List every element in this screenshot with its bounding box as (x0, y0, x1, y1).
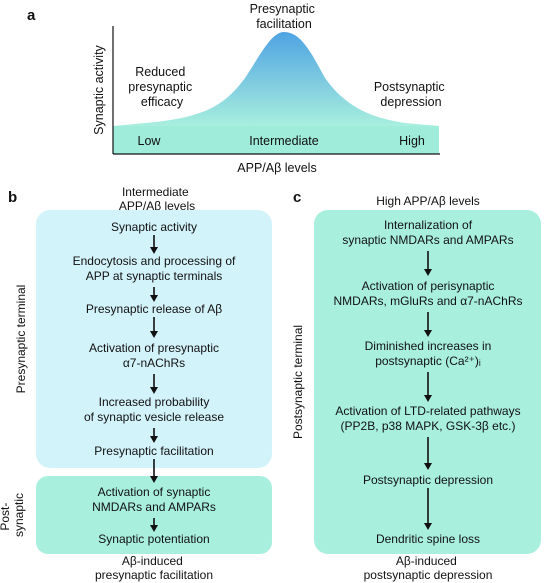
panel-a: a Synaptic activity APP/Aβ levels Presyn… (27, 2, 448, 175)
panel-c-arrow-3 (424, 372, 432, 402)
panel-b-arrow-3 (150, 317, 158, 338)
panel-b-step-8: Synaptic potentiation (98, 532, 209, 546)
activity-curve (113, 32, 439, 126)
panel-b-label: b (8, 189, 17, 206)
panel-c-header: High APP/Aβ levels (376, 194, 480, 208)
panel-c-arrow-1 (424, 251, 432, 276)
reduced-efficacy-label: Reduced presynaptic efficacy (128, 65, 195, 109)
panel-c-label: c (293, 189, 301, 206)
panel-a-label: a (27, 7, 36, 24)
panel-c-arrow-4 (424, 437, 432, 470)
x-axis-label: APP/Aβ levels (237, 161, 316, 175)
panel-b-arrow-7 (150, 518, 158, 532)
panel-b-arrow-2 (150, 287, 158, 302)
panel-b-step-1: Synaptic activity (111, 220, 197, 234)
panel-c-step-6: Dendritic spine loss (376, 532, 480, 546)
panel-c-arrow-5 (424, 488, 432, 530)
panel-b-step-6: Presynaptic facilitation (94, 444, 213, 458)
tick-high: High (399, 134, 425, 148)
panel-c: c High APP/Aβ levels Postsynaptic termin… (291, 189, 541, 582)
panel-c-step-4: Activation of LTD-related pathways(PP2B,… (335, 404, 520, 433)
panel-c-arrow-2 (424, 312, 432, 337)
tick-low: Low (138, 134, 162, 148)
intermediate-band (113, 126, 439, 154)
panel-b-arrow-5 (150, 428, 158, 443)
panel-b-step-3: Presynaptic release of Aβ (86, 302, 222, 316)
peak-label: Presynaptic facilitation (250, 2, 319, 31)
tick-intermediate: Intermediate (249, 134, 319, 148)
panel-c-step-5: Postsynaptic depression (363, 473, 493, 487)
panel-b-arrow-6 (150, 459, 158, 483)
presynaptic-terminal-box (36, 210, 272, 468)
presynaptic-terminal-label: Presynaptic terminal (14, 285, 28, 394)
postsynaptic-depression-label: Postsynaptic depression (374, 80, 448, 109)
panel-b: b Intermediate APP/Aβ levels Presynaptic… (0, 185, 272, 582)
panel-b-header: Intermediate APP/Aβ levels (119, 185, 195, 213)
panel-c-arrows (424, 251, 432, 530)
postsynaptic-terminal-label: Postsynaptic terminal (291, 325, 305, 439)
postsynaptic-side-label: Post- synaptic (0, 493, 26, 537)
panel-c-footer: Aβ-induced postsynaptic depression (364, 554, 493, 582)
panel-b-arrow-4 (150, 374, 158, 394)
panel-b-arrow-1 (150, 235, 158, 254)
postsynaptic-box (36, 476, 272, 554)
y-axis-label: Synaptic activity (92, 44, 106, 134)
panel-b-arrows (150, 235, 158, 532)
panel-b-footer: Aβ-induced presynaptic facilitation (95, 554, 213, 582)
